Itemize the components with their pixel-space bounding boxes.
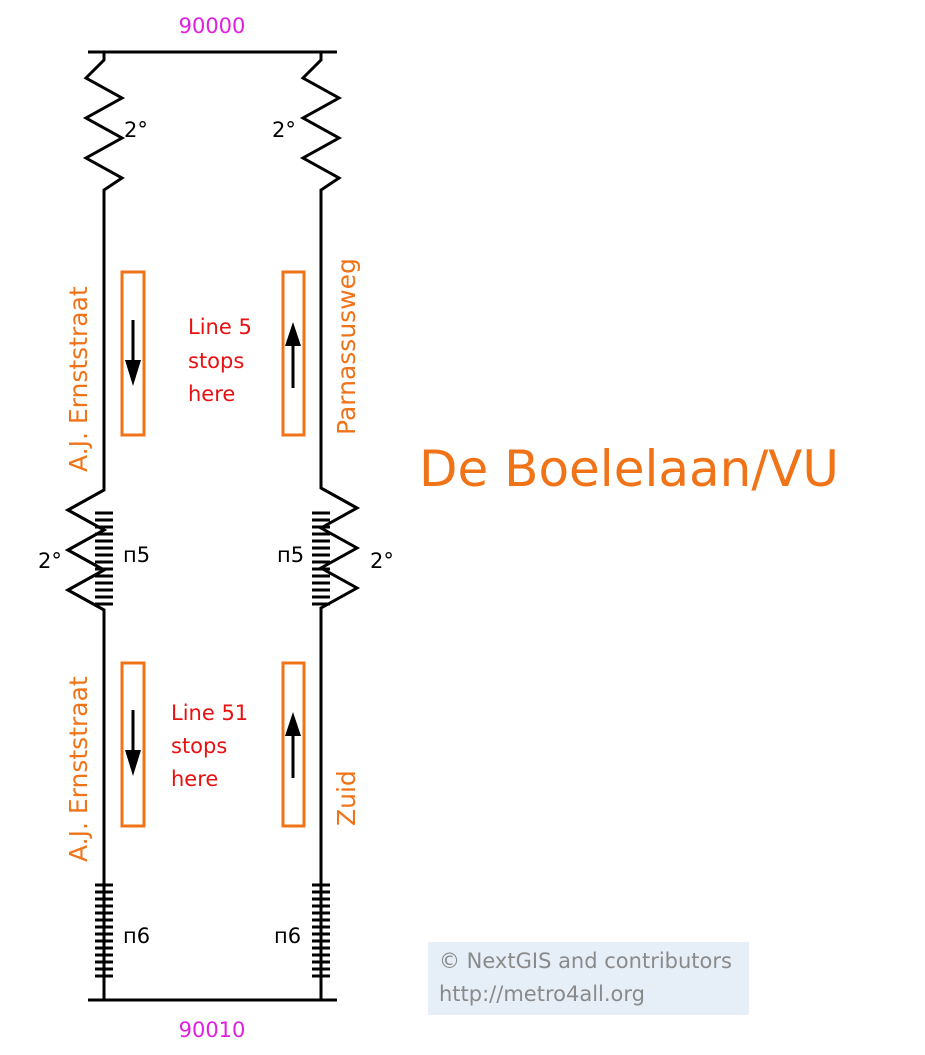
code-bottom: 90010 <box>179 1018 246 1042</box>
note-upper-line-3: here <box>188 382 235 406</box>
exit-label-mid-right: п5 <box>277 543 304 567</box>
copyright-line-2: http://metro4all.org <box>439 982 645 1006</box>
right-track <box>299 52 361 1000</box>
arrow-down-icon <box>125 320 141 386</box>
platform-lower-right <box>281 661 306 828</box>
stairs-group <box>95 511 330 978</box>
street-lower-left: A.J. Ernststraat <box>64 676 93 862</box>
gradient-label-mid-left: 2° <box>38 549 62 573</box>
arrow-up-icon <box>285 712 301 778</box>
note-upper-line-2: stops <box>188 349 244 373</box>
arrow-down-icon <box>125 710 141 776</box>
station-title: De Boelelaan/VU <box>419 440 839 498</box>
street-upper-left: A.J. Ernststraat <box>64 286 93 472</box>
note-upper-line-1: Line 5 <box>188 315 252 339</box>
exit-label-bottom-right: п6 <box>274 924 301 948</box>
right-zigzag-out <box>320 486 358 510</box>
gradient-label-top-left: 2° <box>124 118 148 142</box>
platform-lower-left <box>120 661 146 828</box>
copyright-box <box>428 942 749 1015</box>
street-upper-right: Parnassusweg <box>332 258 361 435</box>
gradient-label-top-right: 2° <box>272 118 296 142</box>
note-lower-line-3: here <box>171 767 218 791</box>
note-lower-line-1: Line 51 <box>171 701 248 725</box>
platform-upper-left <box>120 270 146 437</box>
exit-label-mid-left: п5 <box>123 543 150 567</box>
left-zigzag <box>64 488 108 632</box>
code-top: 90000 <box>179 14 246 38</box>
street-lower-right: Zuid <box>332 770 361 826</box>
platform-upper-right <box>281 270 306 437</box>
gradient-label-mid-right: 2° <box>370 549 394 573</box>
note-lower-line-2: stops <box>171 734 227 758</box>
copyright-line-1: © NextGIS and contributors <box>439 949 732 973</box>
arrow-up-icon <box>285 322 301 388</box>
exit-label-bottom-left: п6 <box>123 924 150 948</box>
